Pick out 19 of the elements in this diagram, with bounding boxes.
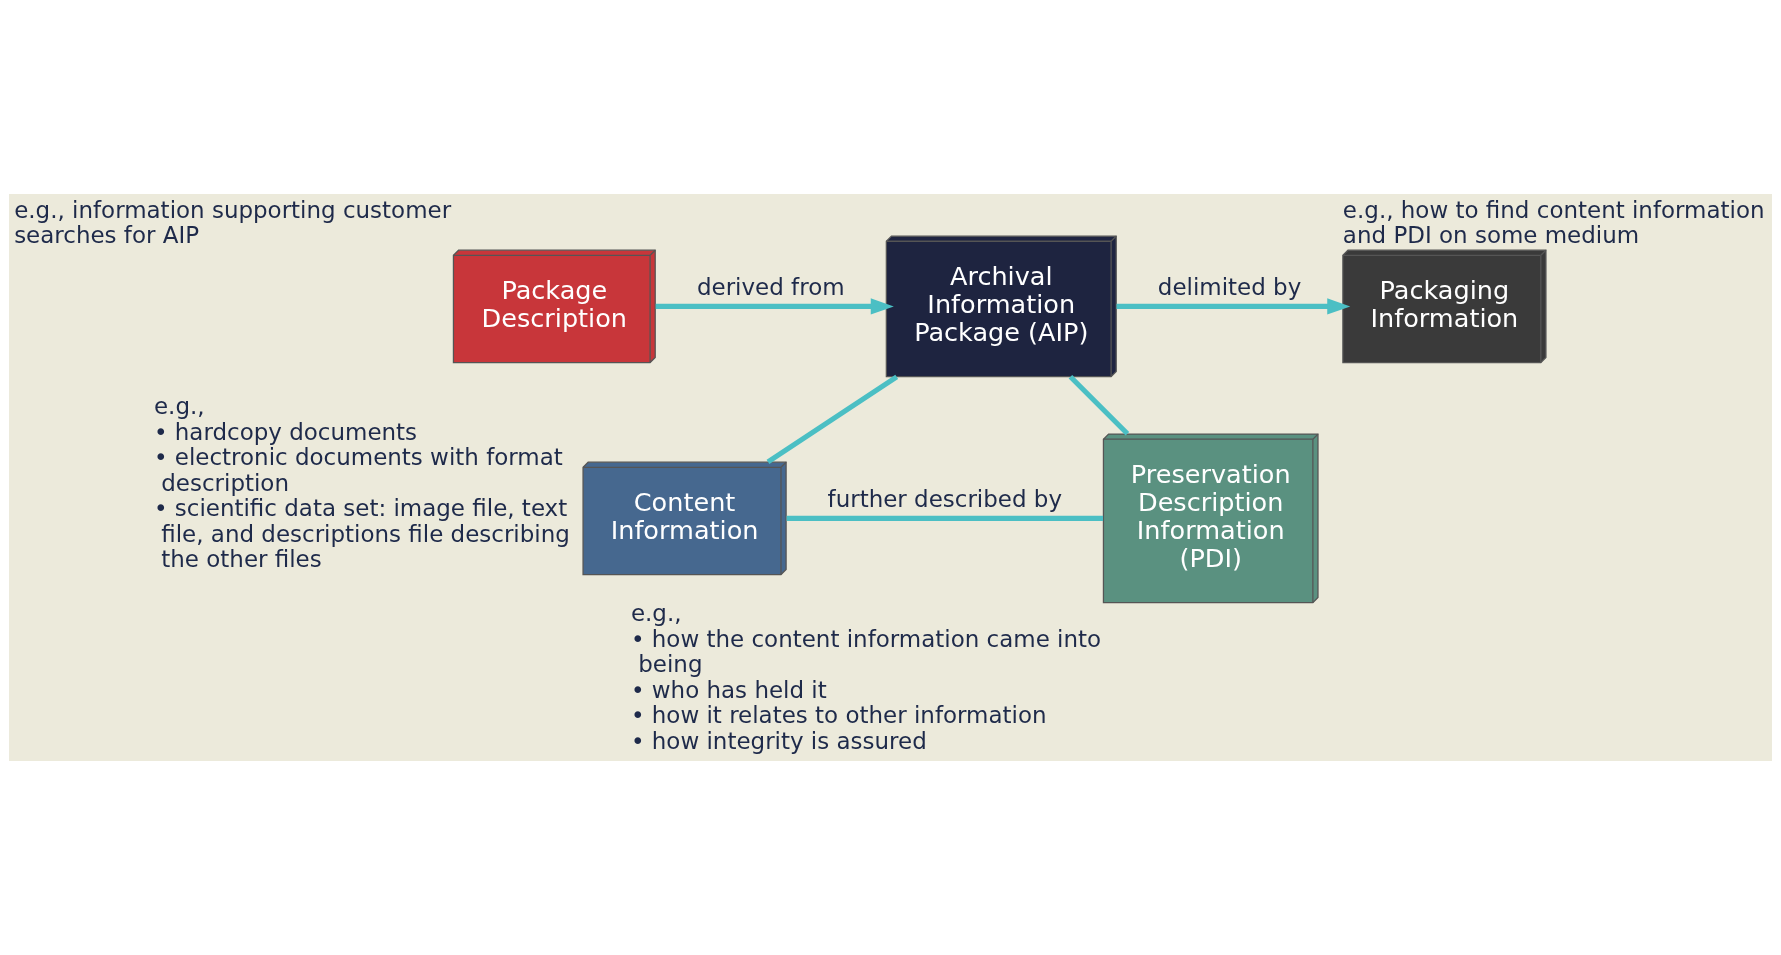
edge-label: derived from <box>696 274 845 301</box>
connector <box>786 515 1104 521</box>
node-label: • scientific data set: image file, text file, and descriptions file describing the other files <box>153 495 570 573</box>
arrow <box>655 298 894 315</box>
edge-label: further described by <box>827 486 1062 513</box>
arrow <box>1116 298 1351 315</box>
node-label: • hardcopy documents <box>153 418 418 445</box>
node-label: e.g., <box>630 600 682 627</box>
node-label: e.g., how to find content information and PDI on some medium <box>1342 196 1765 249</box>
edge-label: delimited by <box>1157 274 1302 301</box>
node-label: e.g., <box>153 393 205 420</box>
node-label: • how integrity is assured <box>630 727 927 754</box>
node-label: • how it relates to other information <box>630 702 1047 729</box>
node-label: • electronic documents with format description <box>153 444 563 496</box>
node-label: • who has held it <box>630 676 827 703</box>
node-label: e.g., information supporting customer searches for AIP <box>14 196 452 249</box>
connector <box>766 374 899 465</box>
connector <box>1068 375 1130 436</box>
node-label: • how the content information came into being <box>630 625 1102 678</box>
